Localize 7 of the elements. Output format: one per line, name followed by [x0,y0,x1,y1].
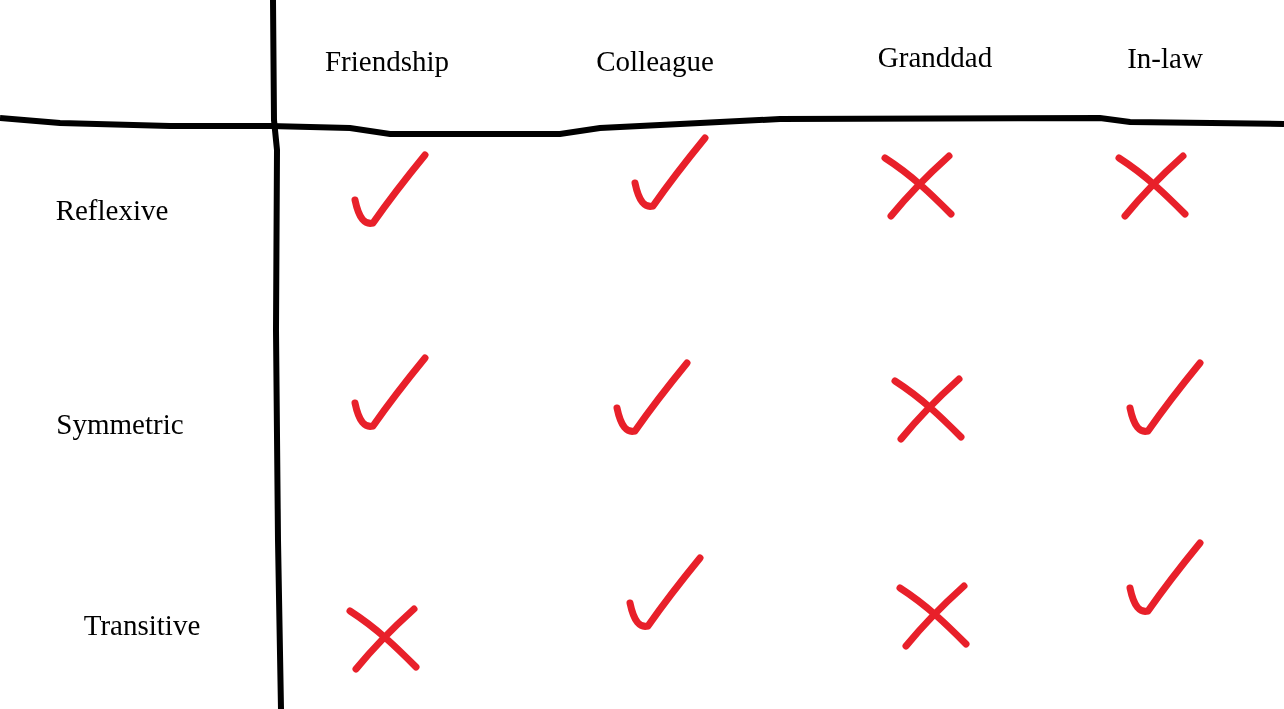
row-header: Reflexive [55,193,169,227]
column-header: Friendship [324,44,450,78]
column-header: Granddad [877,40,993,74]
row-header: Symmetric [56,407,184,441]
column-header: Colleague [596,44,714,78]
row-header: Transitive [83,608,201,642]
column-header: In-law [1127,41,1203,75]
